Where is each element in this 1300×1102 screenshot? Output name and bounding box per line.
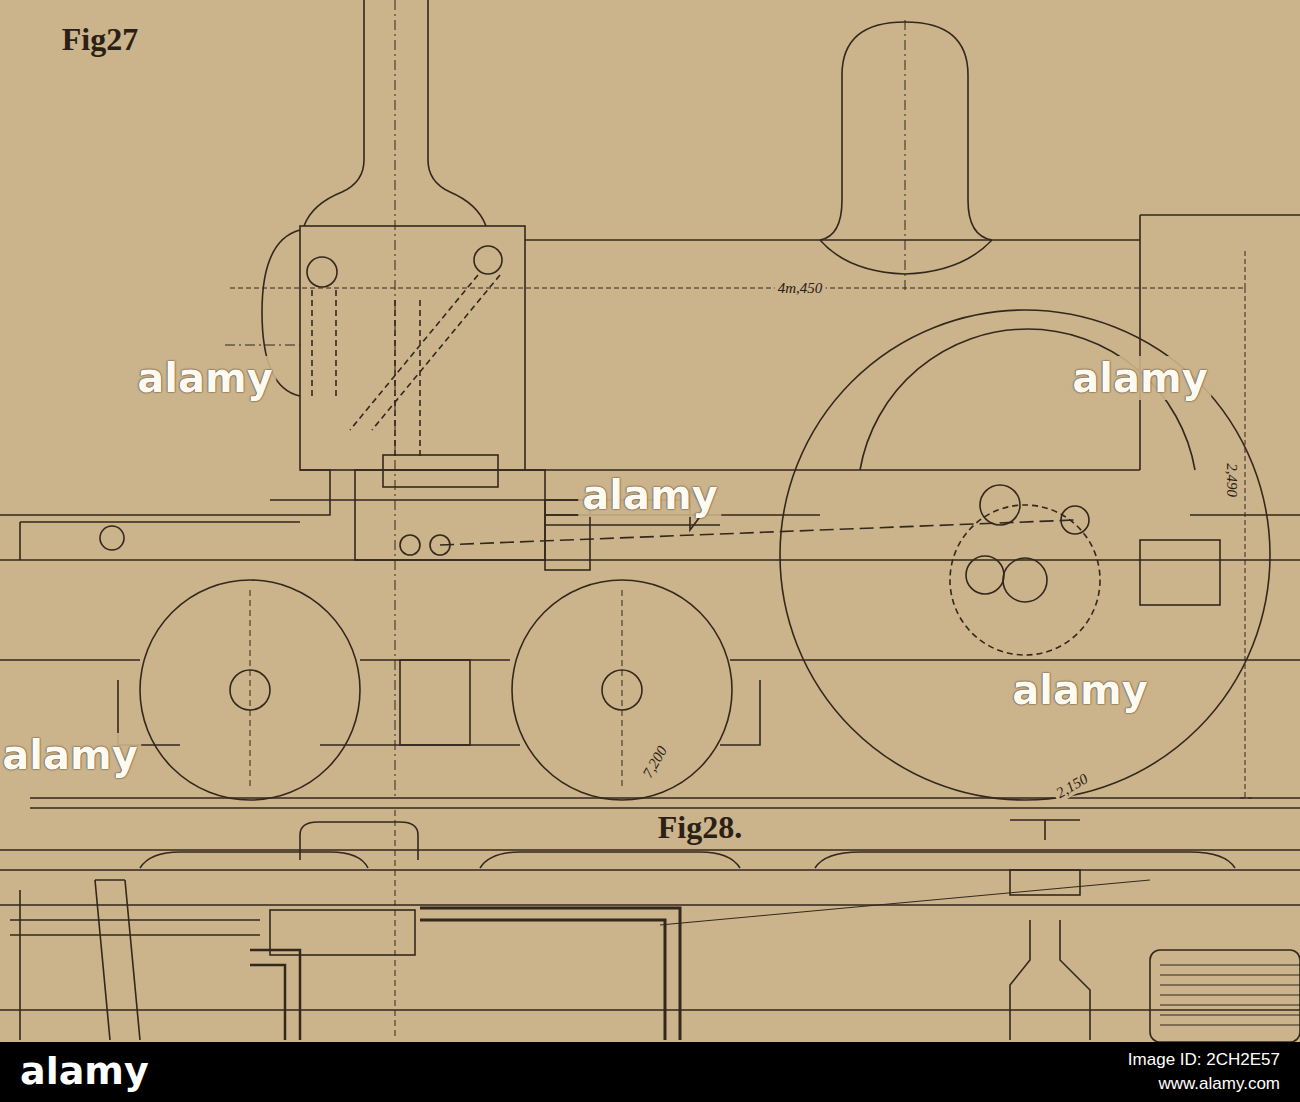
crank-pin	[980, 485, 1020, 525]
connecting-rod	[440, 520, 1075, 545]
watermark: alamy	[1008, 668, 1151, 712]
driving-wheel	[780, 310, 1270, 800]
axle	[1003, 558, 1047, 602]
valve-chest	[383, 455, 498, 487]
footer-text: www.alamy.com	[1158, 1075, 1280, 1094]
dome	[820, 22, 992, 274]
chimney	[304, 0, 486, 226]
section	[420, 908, 680, 1040]
centre-line	[250, 590, 622, 790]
dimension: 7,200	[638, 741, 672, 784]
plan-view	[0, 810, 1300, 1042]
eccentric	[1010, 870, 1080, 895]
steam-pipe	[307, 257, 337, 287]
footer-bar	[0, 1042, 1300, 1102]
dimension: 2,150	[1051, 769, 1094, 803]
firebox	[1140, 215, 1300, 470]
figure-number: Fig28.	[658, 810, 742, 845]
section	[250, 950, 300, 1040]
pin	[100, 526, 124, 550]
watermark: alamy	[1068, 356, 1211, 400]
plan-frame	[0, 850, 1300, 1010]
rod-plan	[660, 880, 1150, 925]
centre-line	[395, 810, 396, 1040]
boiler	[525, 240, 1140, 470]
dimension-line	[230, 250, 1252, 798]
watermark: alamy	[0, 733, 142, 777]
watermark: alamy	[578, 473, 721, 517]
crank-pin	[966, 556, 1004, 594]
wheel-plan	[140, 852, 1235, 868]
firebox-plan	[1150, 950, 1300, 1042]
elevation-view	[0, 0, 1300, 808]
watermark: alamy	[133, 356, 276, 400]
frame	[0, 470, 1300, 660]
bogie-frame-plan	[270, 910, 415, 955]
steam-pipe	[474, 246, 502, 274]
footer-text: Image ID: 2CH2E57	[1128, 1051, 1280, 1070]
axle-plan	[10, 890, 260, 1040]
centre-line	[225, 0, 905, 800]
bogie-frame	[118, 680, 760, 745]
bogie-pivot	[400, 660, 470, 745]
dimension: 2,490	[1224, 460, 1241, 500]
smokebox	[300, 226, 525, 470]
dimension: 4m,450	[775, 280, 826, 297]
crank-axle	[1010, 820, 1090, 1040]
piston-rod	[400, 535, 420, 555]
axle-box	[1140, 540, 1220, 605]
crank-circle	[950, 505, 1100, 655]
grate	[1160, 965, 1300, 1025]
crank-pin	[1061, 506, 1089, 534]
bogie-centre	[300, 822, 418, 860]
pipework	[312, 275, 500, 460]
figure-number: Fig27	[62, 22, 138, 57]
rail	[30, 798, 1300, 808]
buffer-beam	[20, 522, 300, 560]
bracket	[95, 880, 140, 1040]
footer-logo: alamy	[20, 1051, 149, 1093]
